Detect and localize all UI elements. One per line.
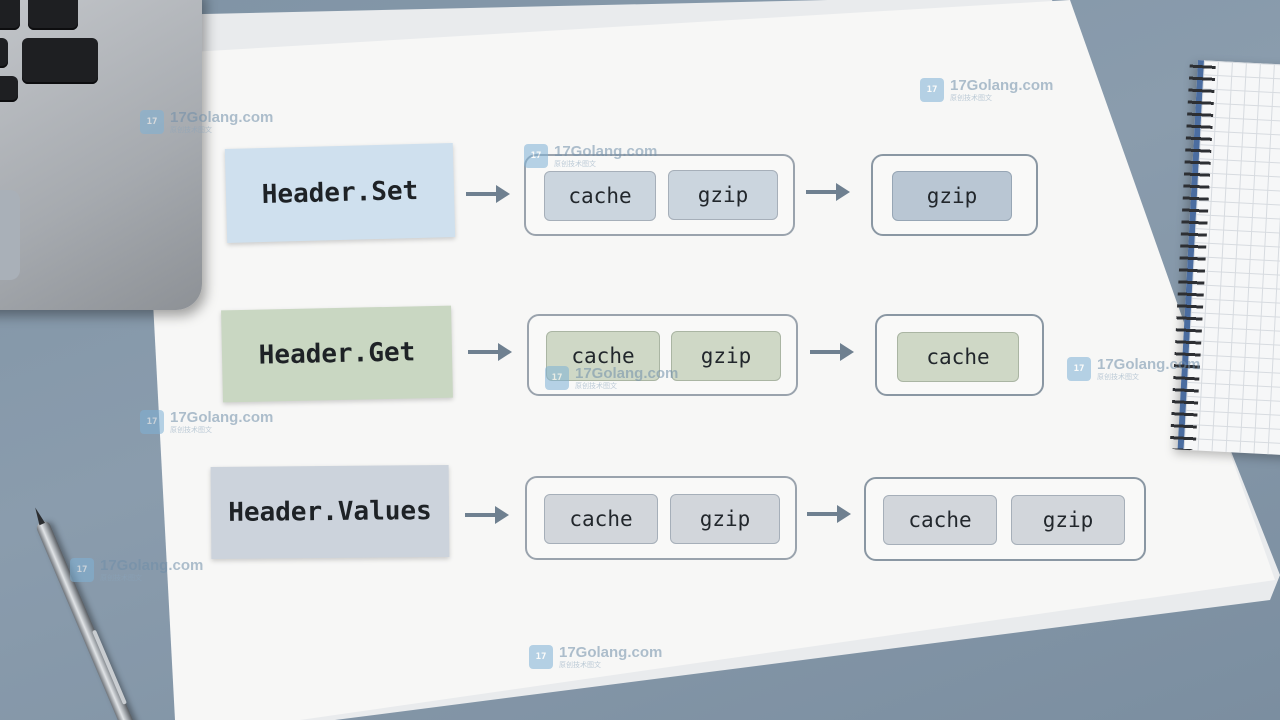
watermark-subtitle: 原创技术图文 bbox=[170, 127, 212, 134]
17golang-logo-icon: 17 bbox=[529, 645, 553, 669]
set-input-group: cache gzip bbox=[524, 154, 795, 236]
get-output-group: cache bbox=[875, 314, 1044, 396]
pen-tip bbox=[32, 506, 45, 526]
watermark-domain: 17Golang.com bbox=[950, 77, 1054, 94]
17golang-logo-icon: 17 bbox=[70, 558, 94, 582]
watermark-domain: 17Golang.com bbox=[559, 644, 663, 661]
values-output-chip-cache: cache bbox=[883, 495, 997, 545]
watermark-domain: 17Golang.com bbox=[170, 409, 274, 426]
watermark-subtitle: 原创技术图文 bbox=[170, 427, 212, 434]
17golang-logo-icon: 17 bbox=[920, 78, 944, 102]
arrow-right-icon bbox=[468, 343, 512, 361]
set-input-chip-cache: cache bbox=[544, 171, 656, 221]
header-values-card: Header.Values bbox=[210, 464, 450, 560]
17golang-logo-icon: 17 bbox=[1067, 357, 1091, 381]
17golang-logo-icon: 17 bbox=[545, 366, 569, 390]
watermark-subtitle: 原创技术图文 bbox=[950, 95, 992, 102]
values-output-chip-gzip: gzip bbox=[1011, 495, 1125, 545]
header-get-card: Header.Get bbox=[221, 305, 453, 403]
values-output-group: cache gzip bbox=[864, 477, 1146, 561]
trackpad bbox=[0, 190, 20, 280]
values-input-chip-gzip: gzip bbox=[670, 494, 780, 544]
keyboard bbox=[0, 0, 120, 105]
watermark-domain: 17Golang.com bbox=[100, 557, 204, 574]
watermark-domain: 17Golang.com bbox=[575, 365, 679, 382]
watermark-subtitle: 原创技术图文 bbox=[559, 662, 601, 669]
watermark-domain: 17Golang.com bbox=[170, 109, 274, 126]
values-input-group: cache gzip bbox=[525, 476, 797, 560]
get-input-chip-gzip: gzip bbox=[671, 331, 781, 381]
watermark-domain: 17Golang.com bbox=[1097, 356, 1201, 373]
arrow-right-icon bbox=[806, 183, 850, 201]
set-input-chip-gzip: gzip bbox=[668, 170, 778, 220]
get-output-chip-cache: cache bbox=[897, 332, 1019, 382]
17golang-logo-icon: 17 bbox=[524, 144, 548, 168]
17golang-logo-icon: 17 bbox=[140, 410, 164, 434]
arrow-right-icon bbox=[810, 343, 854, 361]
17golang-logo-icon: 17 bbox=[140, 110, 164, 134]
watermark-subtitle: 原创技术图文 bbox=[575, 383, 617, 390]
arrow-right-icon bbox=[465, 506, 509, 524]
watermark-subtitle: 原创技术图文 bbox=[554, 161, 596, 168]
arrow-right-icon bbox=[466, 185, 510, 203]
watermark-subtitle: 原创技术图文 bbox=[1097, 374, 1139, 381]
header-set-card: Header.Set bbox=[224, 143, 456, 243]
laptop bbox=[0, 0, 202, 310]
values-input-chip-cache: cache bbox=[544, 494, 658, 544]
spiral-notebook bbox=[1169, 59, 1280, 456]
set-output-group: gzip bbox=[871, 154, 1038, 236]
watermark-domain: 17Golang.com bbox=[554, 143, 658, 160]
arrow-right-icon bbox=[807, 505, 851, 523]
watermark-subtitle: 原创技术图文 bbox=[100, 575, 142, 582]
set-output-chip-gzip: gzip bbox=[892, 171, 1012, 221]
get-input-group: cache gzip bbox=[527, 314, 798, 396]
